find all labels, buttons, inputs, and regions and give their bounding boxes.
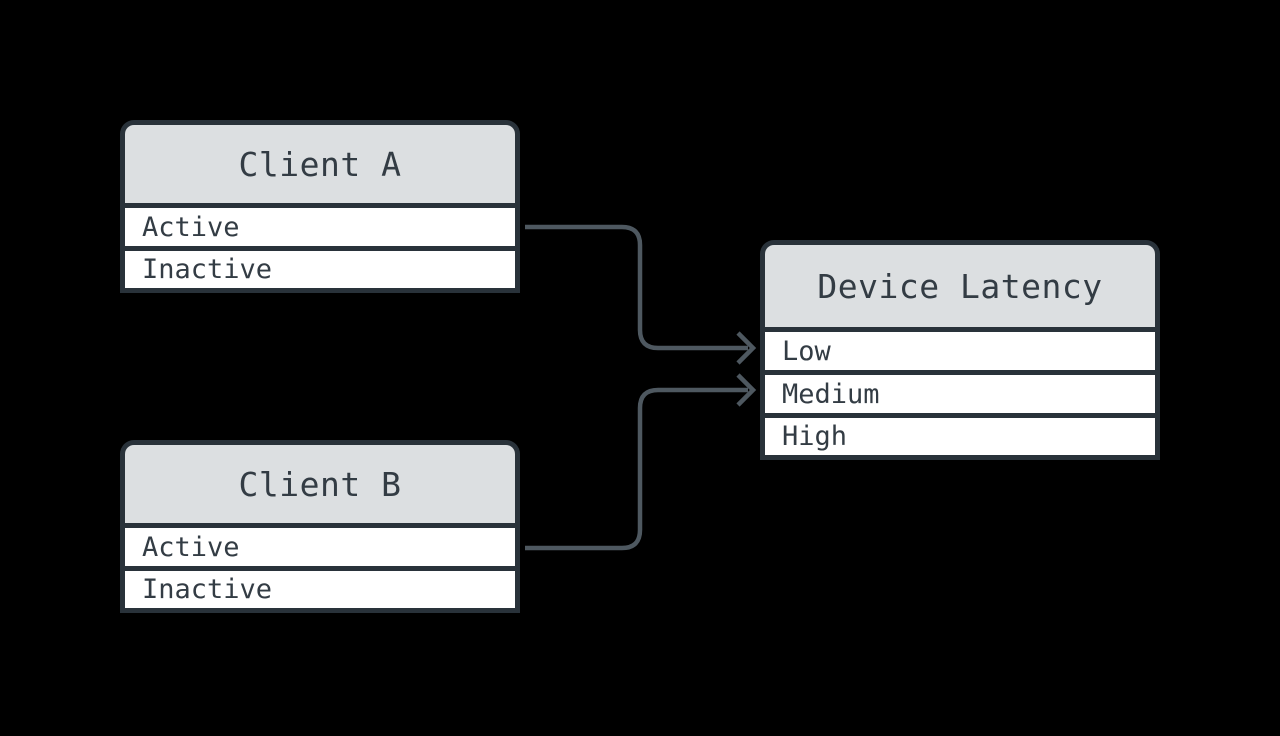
node-client-a-header: Client A — [125, 125, 515, 203]
edge-line — [525, 387, 748, 551]
row-label: High — [782, 421, 848, 452]
node-client-a-row-inactive: Inactive — [125, 251, 515, 288]
row-label: Active — [142, 531, 240, 563]
node-device-latency-header: Device Latency — [765, 245, 1155, 327]
row-label: Inactive — [142, 574, 273, 605]
edge-clientB-active-to-latency-medium — [525, 373, 757, 551]
edge-line — [525, 224, 748, 351]
node-device-latency-row-low: Low — [765, 332, 1155, 370]
node-device-latency-row-high: High — [765, 418, 1155, 455]
row-label: Low — [782, 335, 831, 367]
node-device-latency-title: Device Latency — [817, 266, 1103, 306]
row-label: Active — [142, 211, 240, 243]
node-client-b-header: Client B — [125, 445, 515, 523]
node-device-latency-row-medium: Medium — [765, 375, 1155, 413]
node-device-latency: Device Latency Low Medium High — [760, 240, 1160, 460]
node-client-a-row-active: Active — [125, 208, 515, 246]
arrowhead-icon — [736, 373, 757, 407]
node-client-b-row-inactive: Inactive — [125, 571, 515, 608]
node-client-b-title: Client B — [238, 464, 402, 504]
row-label: Inactive — [142, 254, 273, 285]
row-label: Medium — [782, 378, 880, 410]
node-client-b: Client B Active Inactive — [120, 440, 520, 613]
node-client-a: Client A Active Inactive — [120, 120, 520, 293]
edge-clientA-active-to-latency-low — [525, 224, 757, 365]
arrowhead-icon — [736, 331, 757, 365]
node-client-b-row-active: Active — [125, 528, 515, 566]
node-client-a-title: Client A — [238, 144, 402, 184]
